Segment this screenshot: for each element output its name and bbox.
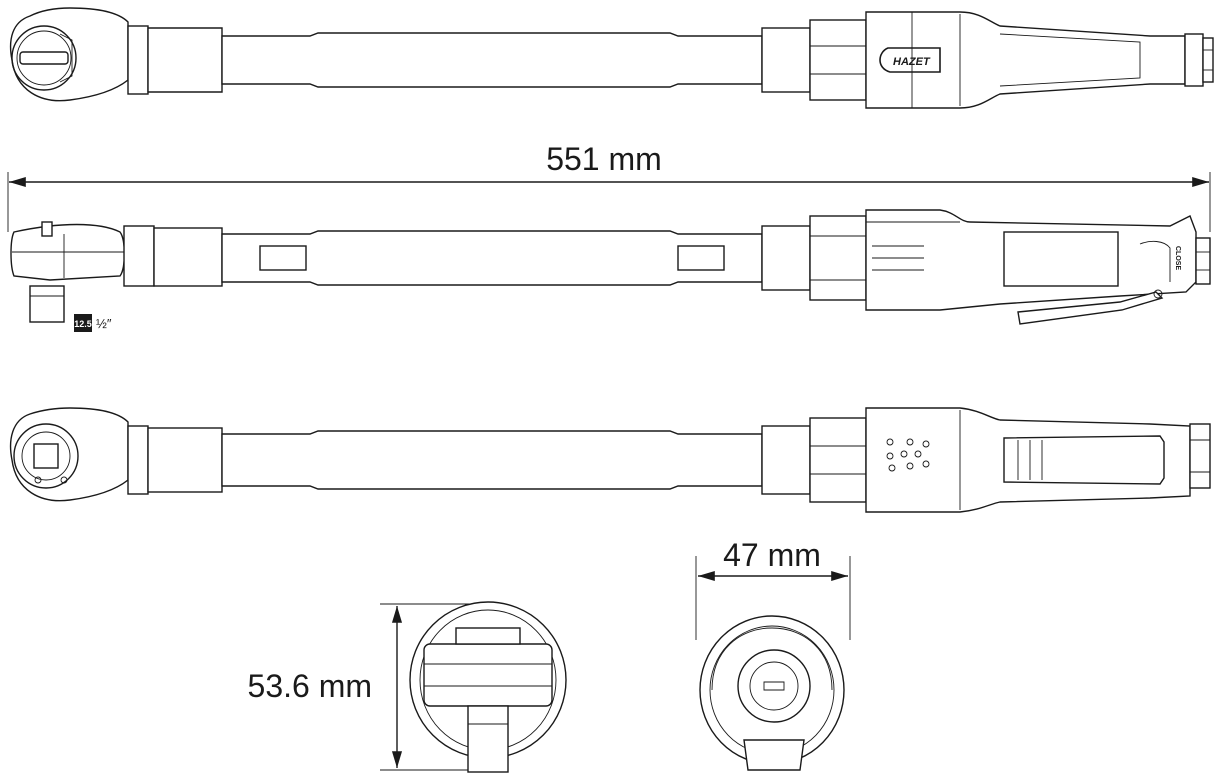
drive-size-badge: 12.5 ½″ [74,314,112,332]
rear-view-end: 47 mm [695,537,851,771]
vent-holes [886,438,930,472]
drive-size-label: ½″ [96,316,112,331]
head-width-label: 47 mm [723,537,821,573]
square-drive [29,285,65,323]
overall-length-dimension: 551 mm [7,141,1211,232]
head-height-label: 53.6 mm [248,668,372,704]
side-view: 12.5 ½″ CLOSE [10,209,1211,332]
bottom-view [9,407,1211,513]
close-label: CLOSE [1174,246,1181,270]
front-view-head: 53.6 mm [248,601,567,773]
top-view: HAZET [9,7,1214,109]
svg-text:12.5: 12.5 [74,319,92,329]
svg-text:HAZET: HAZET [893,56,931,68]
overall-length-label: 551 mm [546,141,662,177]
hazet-logo: HAZET [879,47,941,73]
